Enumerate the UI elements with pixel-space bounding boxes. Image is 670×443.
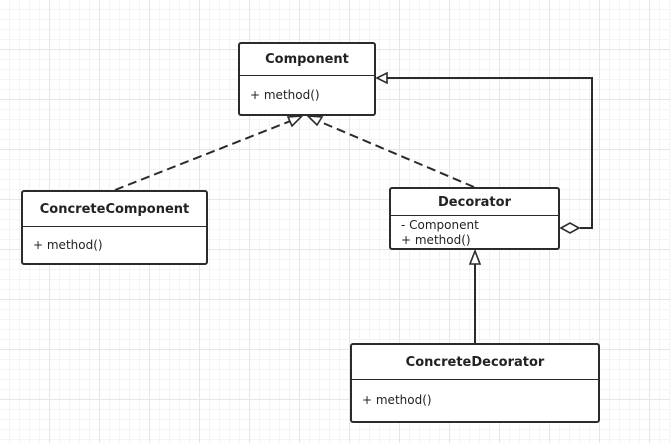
- class-members: + method(): [352, 380, 598, 421]
- class-method: + method(): [33, 237, 103, 252]
- class-name: ConcreteComponent: [23, 192, 206, 227]
- class-method: + method(): [250, 87, 320, 102]
- realization-arrowhead-left: [286, 115, 305, 128]
- realization-arrowhead-right: [305, 115, 324, 127]
- class-concrete-component[interactable]: ConcreteComponent + method(): [21, 190, 208, 265]
- class-decorator[interactable]: Decorator - Component + method(): [389, 187, 560, 250]
- class-name: Component: [240, 44, 374, 76]
- class-members: + method(): [23, 227, 206, 263]
- aggregation-diamond: [559, 222, 581, 234]
- class-concrete-decorator[interactable]: ConcreteDecorator + method(): [350, 343, 600, 423]
- class-method: + method(): [401, 233, 471, 247]
- generalization-arrowhead: [468, 248, 482, 265]
- class-members: - Component + method(): [391, 216, 558, 248]
- class-attribute: - Component: [401, 218, 479, 232]
- class-component[interactable]: Component + method(): [238, 42, 376, 116]
- aggregation-arrowhead: [375, 71, 388, 85]
- class-method: + method(): [362, 393, 432, 407]
- aggregation-line: [386, 77, 593, 229]
- realization-line-concrete-component: [114, 119, 294, 191]
- realization-line-decorator: [315, 119, 475, 188]
- class-members: + method(): [240, 76, 374, 114]
- class-name: ConcreteDecorator: [352, 345, 598, 380]
- class-name: Decorator: [391, 189, 558, 216]
